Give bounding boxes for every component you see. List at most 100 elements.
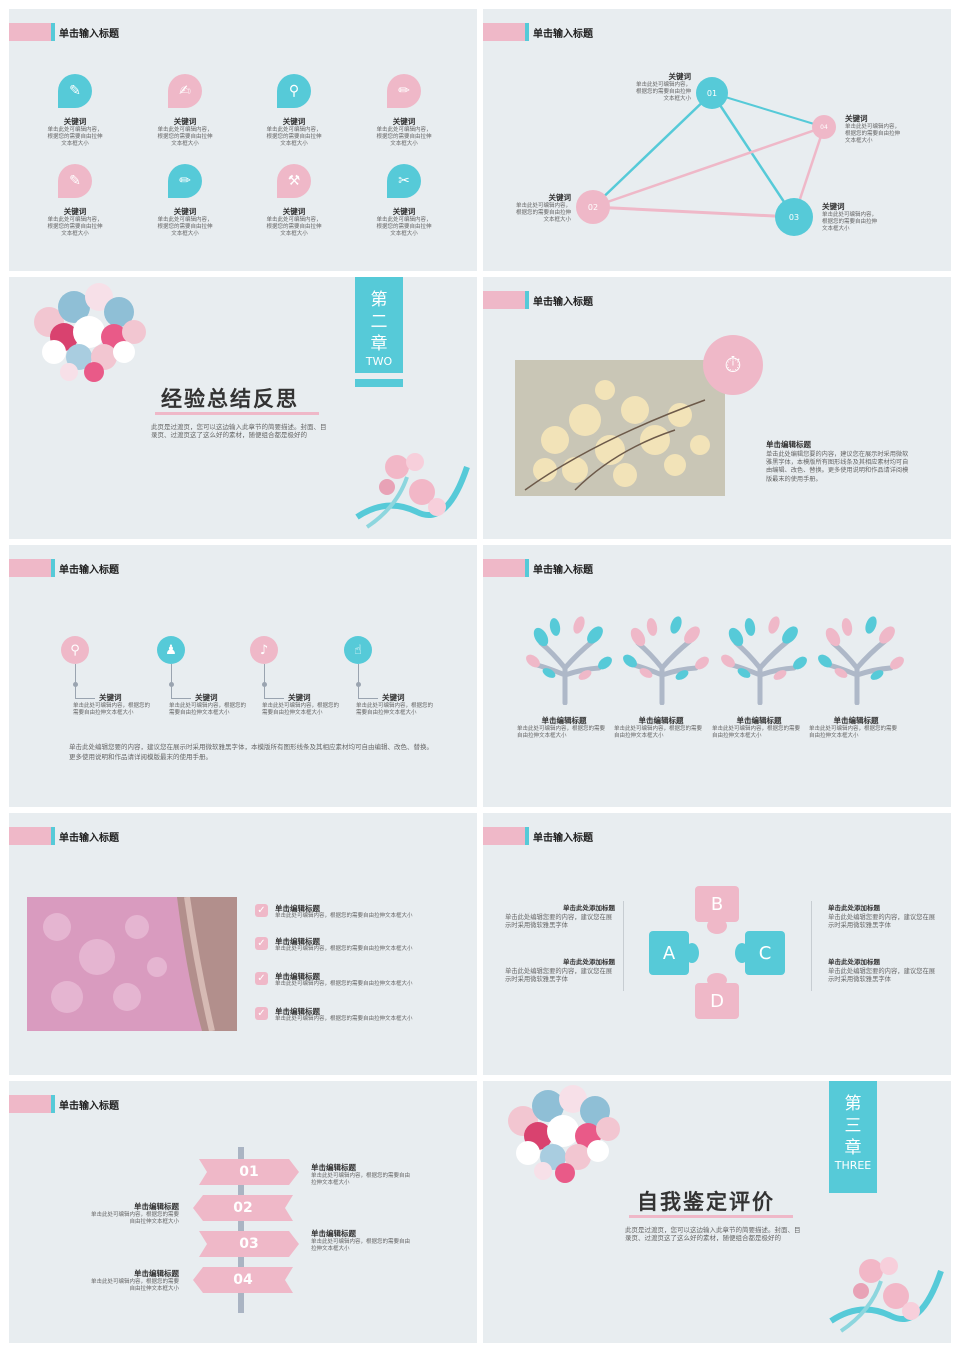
description[interactable]: 单击此处可编辑内容，根据您的需要自由拉伸文本框大小	[157, 127, 213, 147]
right-item-1: 单击此处添加标题 单击此处编辑您要的内容，建议您在展示时采用微软雅黑字体	[828, 904, 936, 929]
petals-photo	[27, 897, 237, 1031]
keyword[interactable]: 关键词	[99, 693, 122, 702]
slide-header: 单击输入标题	[483, 23, 683, 43]
puzzle-piece-c[interactable]: C	[745, 931, 785, 975]
chapter-description[interactable]: 此页是过渡页，您可以这边输入此章节的简要描述。封面、目录页、过渡页这了这么好的素…	[151, 423, 327, 439]
puzzle-piece-b[interactable]: B	[695, 886, 739, 922]
tree-description[interactable]: 单击此处可编辑内容，根据您的需要自由拉伸文本框大小	[809, 726, 898, 739]
slide-title[interactable]: 单击输入标题	[533, 833, 593, 844]
keyword[interactable]: 关键词	[288, 693, 311, 702]
check-description[interactable]: 单击此处可编辑内容，根据您的需要自由拉伸文本框大小	[275, 1016, 413, 1022]
slide-title[interactable]: 单击输入标题	[59, 833, 119, 844]
sign-left-2: 单击编辑标题 单击此处可编辑内容，根据您的需要自由拉伸文本框大小	[90, 1269, 179, 1292]
keyword[interactable]: 关键词	[173, 117, 197, 126]
wrench-icon[interactable]: ⚒	[277, 164, 311, 198]
description[interactable]: 单击此处可编辑内容，根据您的需要自由拉伸文本框大小	[169, 703, 247, 716]
pencil-icon[interactable]: ✏	[168, 164, 202, 198]
keyword[interactable]: 关键词	[282, 117, 306, 126]
checkbox-icon[interactable]: ✓	[255, 904, 268, 917]
checkbox-icon[interactable]: ✓	[255, 937, 268, 950]
slide-title[interactable]: 单击输入标题	[533, 565, 593, 576]
slide-title[interactable]: 单击输入标题	[59, 29, 119, 40]
description[interactable]: 单击此处可编辑内容，根据您的需要自由拉伸文本框大小	[376, 127, 432, 147]
node-04[interactable]: 04	[812, 115, 836, 139]
check-description[interactable]: 单击此处可编辑内容，根据您的需要自由拉伸文本框大小	[275, 981, 413, 987]
check-heading[interactable]: 单击编辑标题	[275, 937, 320, 946]
description[interactable]: 单击此处可编辑内容，根据您的需要自由拉伸文本框大小	[356, 703, 434, 716]
puzzle-tab	[707, 973, 727, 987]
slide-title[interactable]: 单击输入标题	[533, 29, 593, 40]
tree-description[interactable]: 单击此处可编辑内容，根据您的需要自由拉伸文本框大小	[517, 726, 606, 739]
description[interactable]: 单击此处可编辑内容，根据您的需要自由拉伸文本框大小	[266, 217, 322, 237]
description[interactable]: 单击此处可编辑内容，根据您的需要自由拉伸文本框大小	[47, 217, 103, 237]
keyword[interactable]: 关键词	[392, 117, 416, 126]
edit-heading[interactable]: 单击编辑标题	[766, 440, 811, 449]
stopwatch-icon: ⏱	[703, 335, 763, 395]
note-edit-icon[interactable]: ✎	[58, 164, 92, 198]
edit-body[interactable]: 单击此处编辑您要的内容，建议您在展示时采用微软雅黑字体，本模版所有图形线条及其相…	[766, 451, 909, 483]
puzzle-tab	[685, 943, 699, 963]
keyword[interactable]: 关键词	[195, 693, 218, 702]
keyword: 关键词	[548, 193, 572, 202]
tools-icon[interactable]: ✂	[387, 164, 421, 198]
node-01[interactable]: 01	[696, 77, 728, 109]
check-description[interactable]: 单击此处可编辑内容，根据您的需要自由拉伸文本框大小	[275, 946, 413, 952]
keyword[interactable]: 关键词	[63, 207, 87, 216]
tree-heading[interactable]: 单击编辑标题	[833, 716, 879, 725]
speaker-icon[interactable]: ♪	[250, 636, 278, 664]
tree-description[interactable]: 单击此处可编辑内容，根据您的需要自由拉伸文本框大小	[712, 726, 801, 739]
node-02[interactable]: 02	[576, 190, 610, 224]
check-description[interactable]: 单击此处可编辑内容，根据您的需要自由拉伸文本框大小	[275, 913, 413, 919]
checkbox-icon[interactable]: ✓	[255, 1007, 268, 1020]
keyword: 关键词	[668, 72, 692, 81]
checkbox-icon[interactable]: ✓	[255, 972, 268, 985]
divider-right	[811, 901, 812, 991]
keyword[interactable]: 关键词	[392, 207, 416, 216]
tree-heading[interactable]: 单击编辑标题	[638, 716, 684, 725]
node-03[interactable]: 03	[775, 198, 813, 236]
users-icon[interactable]: ♟	[157, 636, 185, 664]
description[interactable]: 单击此处可编辑内容，根据您的需要自由拉伸文本框大小	[262, 703, 340, 716]
slide-trees: 单击输入标题 单击编辑标题单击此处可编辑内容，根据您的需要自由拉伸文本框大小单击…	[483, 545, 951, 807]
keyword[interactable]: 关键词	[282, 207, 306, 216]
chapter-description[interactable]: 此页是过渡页，您可以这边输入此章节的简要描述。封面、目录页、过渡页这了这么好的素…	[625, 1226, 801, 1242]
tree-description[interactable]: 单击此处可编辑内容，根据您的需要自由拉伸文本框大小	[614, 726, 703, 739]
slide-title[interactable]: 单击输入标题	[533, 297, 593, 308]
description[interactable]: 单击此处可编辑内容，根据您的需要自由拉伸文本框大小	[376, 217, 432, 237]
check-heading[interactable]: 单击编辑标题	[275, 904, 320, 913]
chapter-title[interactable]: 自我鉴定评价	[637, 1190, 775, 1214]
link-icon[interactable]: ⚲	[277, 74, 311, 108]
description[interactable]: 单击此处可编辑内容，根据您的需要自由拉伸文本框大小	[73, 703, 151, 716]
sign-03[interactable]: 03	[199, 1231, 299, 1257]
thumbs-up-icon[interactable]: ☝	[344, 636, 372, 664]
sign-01[interactable]: 01	[199, 1159, 299, 1185]
edit-icon[interactable]: ✍	[168, 74, 202, 108]
balloons-image	[508, 1085, 620, 1183]
keyword[interactable]: 关键词	[63, 117, 87, 126]
slide-title[interactable]: 单击输入标题	[59, 565, 119, 576]
description[interactable]: 单击此处可编辑内容，根据您的需要自由拉伸文本框大小	[157, 217, 213, 237]
right-item-2: 单击此处添加标题 单击此处编辑您要的内容，建议您在展示时采用微软雅黑字体	[828, 958, 936, 983]
pen-icon[interactable]: ✎	[58, 74, 92, 108]
keyword[interactable]: 关键词	[382, 693, 405, 702]
check-heading[interactable]: 单击编辑标题	[275, 972, 320, 981]
sign-04[interactable]: 04	[193, 1267, 293, 1293]
check-heading[interactable]: 单击编辑标题	[275, 1007, 320, 1016]
puzzle-piece-a[interactable]: A	[649, 931, 689, 975]
description[interactable]: 单击此处可编辑内容，根据您的需要自由拉伸文本框大小	[266, 127, 322, 147]
signpost-pole	[238, 1147, 244, 1313]
slide-title[interactable]: 单击输入标题	[59, 1101, 119, 1112]
tree-heading[interactable]: 单击编辑标题	[541, 716, 587, 725]
slide-header: 单击输入标题	[9, 1095, 209, 1115]
sign-02[interactable]: 02	[193, 1195, 293, 1221]
keyword[interactable]: 关键词	[173, 207, 197, 216]
slide-header: 单击输入标题	[483, 559, 683, 579]
brush-icon[interactable]: ✏	[387, 74, 421, 108]
puzzle-piece-d[interactable]: D	[695, 983, 739, 1019]
chapter-title[interactable]: 经验总结反思	[161, 387, 299, 411]
tree-heading[interactable]: 单击编辑标题	[736, 716, 782, 725]
search-icon[interactable]: ⚲	[61, 636, 89, 664]
timeline-body[interactable]: 单击此处编辑您要的内容，建议您在展示时采用微软雅黑字体，本模版所有图形线条及其相…	[69, 743, 433, 761]
description[interactable]: 单击此处可编辑内容，根据您的需要自由拉伸文本框大小	[47, 127, 103, 147]
node-04-label: 关键词 单击此处可编辑内容，根据您的需要自由拉伸文本框大小	[845, 113, 903, 145]
